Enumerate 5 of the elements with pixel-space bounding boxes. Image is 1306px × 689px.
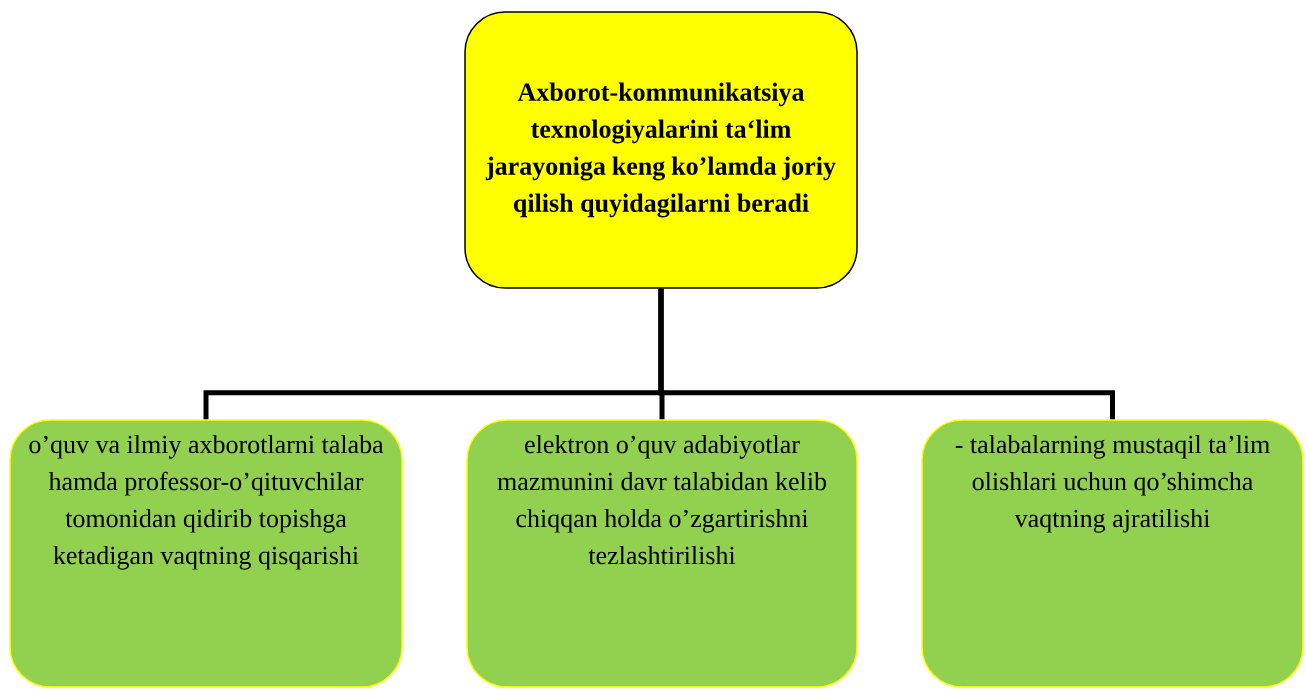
item-box: elektron o’quv adabiyotlar mazmunini davr talabidan kelib chiqqan holda o’zgartirishni tezlashtirilishi — [466, 419, 858, 688]
topic-box: Axborot-kommunikatsiya texnologiyalarini ta‘lim jarayoniga keng ko’lamda joriy qilish quyidagilarni beradi — [464, 11, 858, 289]
item-box: - talabalarning mustaqil ta’lim olishlari uchun qo’shimcha vaqtning ajratilishi — [921, 419, 1304, 688]
item-box: o’quv va ilmiy axborotlarni talaba hamda professor-o’qituvchilar tomonidan qidirib topishga ketadigan vaqtning qisqarishi — [9, 419, 403, 688]
connector-line — [658, 288, 1115, 420]
